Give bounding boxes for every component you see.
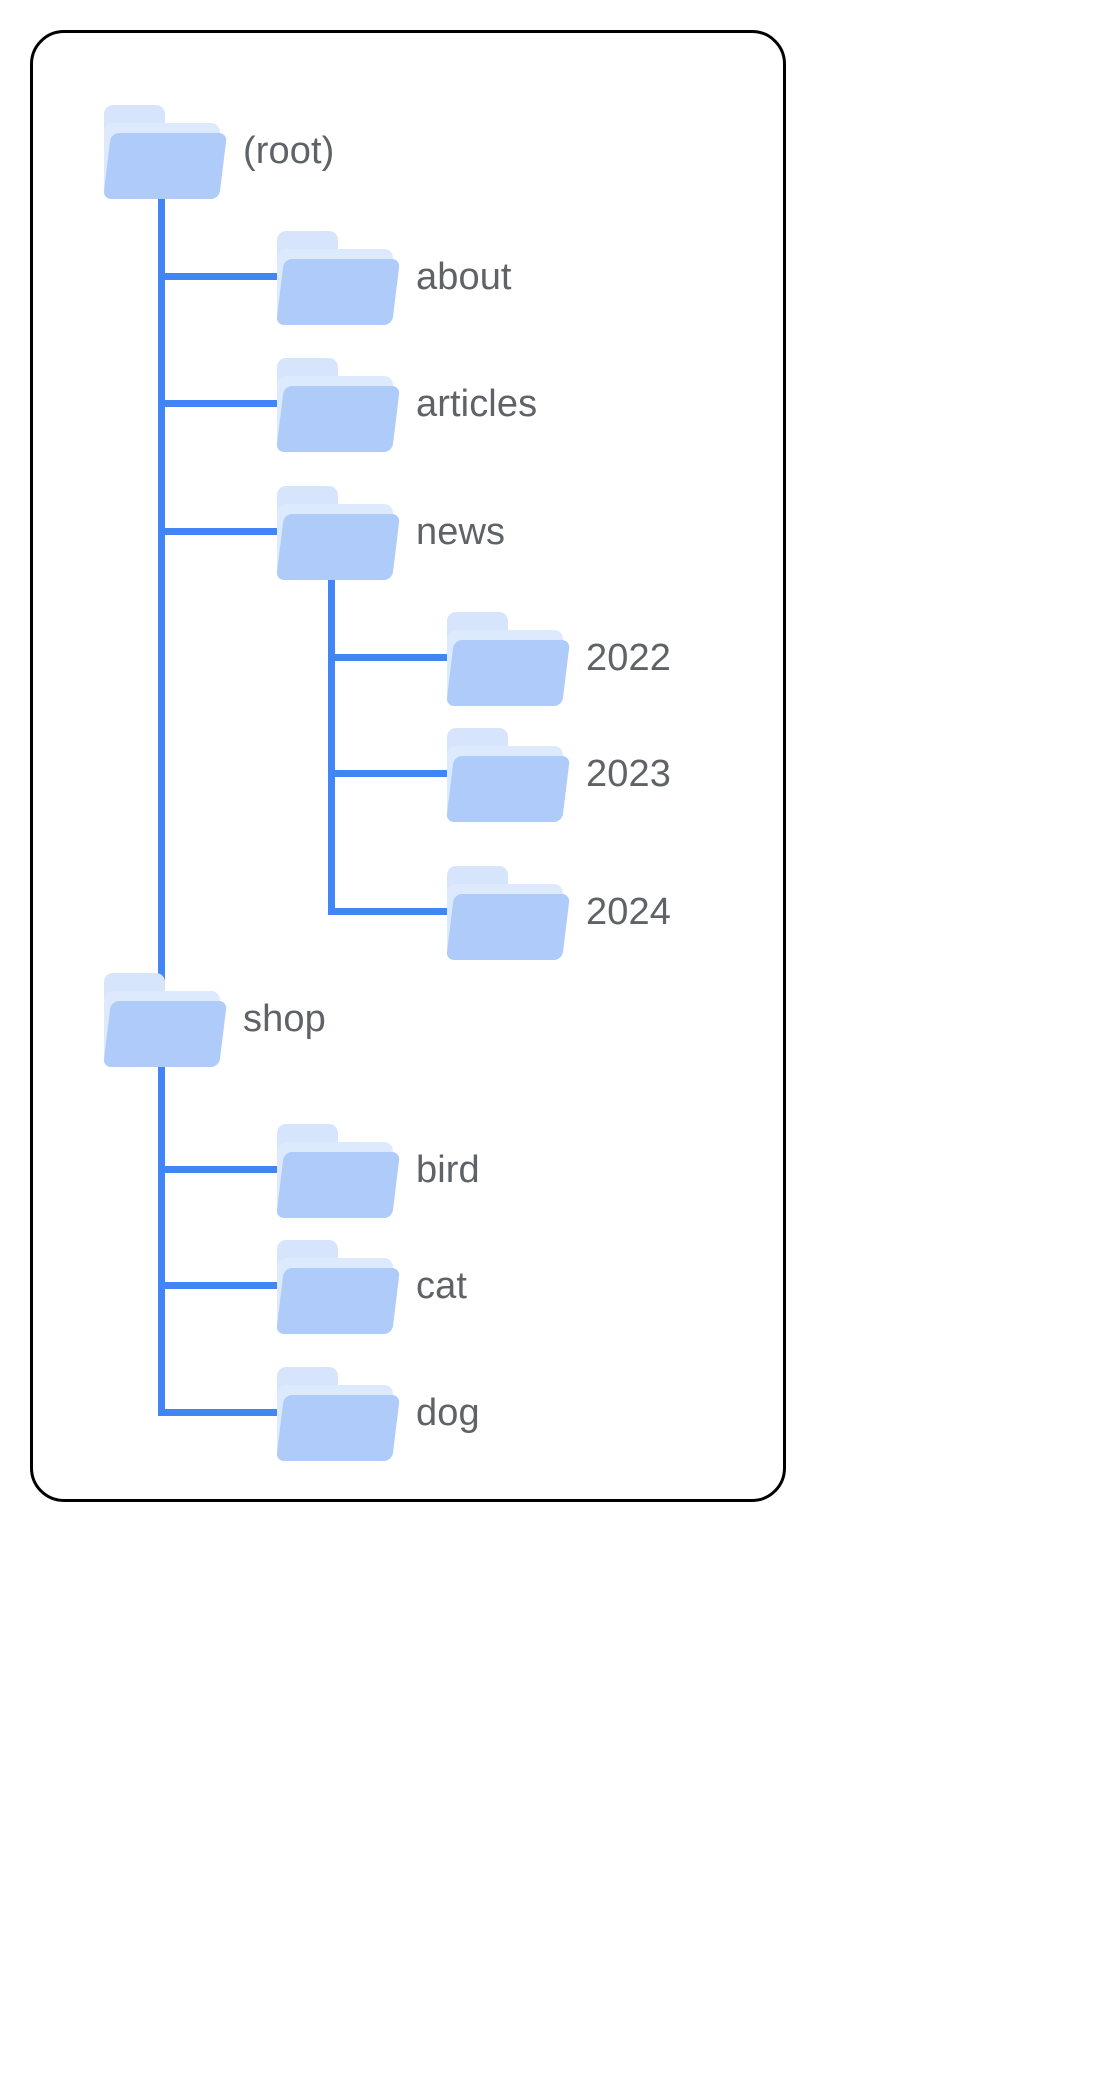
folder-tree: (root) about articles news 2022 bbox=[33, 33, 789, 1505]
tree-node-shop[interactable]: shop bbox=[103, 971, 326, 1067]
folder-icon bbox=[276, 1238, 401, 1334]
tree-node-label: news bbox=[416, 511, 506, 553]
connector-news-2022 bbox=[328, 654, 453, 661]
tree-node-label: shop bbox=[243, 998, 326, 1040]
connector-shop-dog bbox=[158, 1409, 283, 1416]
connector-root-articles bbox=[158, 400, 283, 407]
tree-node-2024[interactable]: 2024 bbox=[446, 864, 671, 960]
folder-icon bbox=[276, 229, 401, 325]
folder-icon bbox=[276, 1365, 401, 1461]
tree-node-root[interactable]: (root) bbox=[103, 103, 334, 199]
tree-node-articles[interactable]: articles bbox=[276, 356, 537, 452]
tree-node-label: bird bbox=[416, 1149, 480, 1191]
folder-icon bbox=[103, 971, 228, 1067]
tree-node-cat[interactable]: cat bbox=[276, 1238, 467, 1334]
diagram-card: (root) about articles news 2022 bbox=[30, 30, 786, 1502]
tree-node-2022[interactable]: 2022 bbox=[446, 610, 671, 706]
tree-node-dog[interactable]: dog bbox=[276, 1365, 480, 1461]
folder-icon bbox=[446, 610, 571, 706]
folder-icon bbox=[446, 864, 571, 960]
connector-root-trunk bbox=[158, 179, 165, 1015]
folder-icon bbox=[103, 103, 228, 199]
connector-root-about bbox=[158, 273, 283, 280]
connector-news-2023 bbox=[328, 770, 453, 777]
tree-node-label: 2022 bbox=[586, 637, 671, 679]
folder-icon bbox=[276, 1122, 401, 1218]
tree-node-bird[interactable]: bird bbox=[276, 1122, 480, 1218]
connector-shop-bird bbox=[158, 1166, 283, 1173]
connector-news-2024 bbox=[328, 908, 453, 915]
tree-node-label: (root) bbox=[243, 130, 335, 172]
connector-shop-cat bbox=[158, 1282, 283, 1289]
tree-node-label: 2024 bbox=[586, 891, 671, 933]
tree-node-label: dog bbox=[416, 1392, 480, 1434]
tree-node-label: articles bbox=[416, 383, 538, 425]
tree-node-label: cat bbox=[416, 1265, 467, 1307]
folder-icon bbox=[276, 356, 401, 452]
tree-node-about[interactable]: about bbox=[276, 229, 512, 325]
folder-icon bbox=[446, 726, 571, 822]
connector-shop-trunk bbox=[158, 1015, 165, 1416]
folder-icon bbox=[276, 484, 401, 580]
tree-node-label: 2023 bbox=[586, 753, 671, 795]
tree-node-2023[interactable]: 2023 bbox=[446, 726, 671, 822]
connector-root-news bbox=[158, 528, 283, 535]
tree-node-news[interactable]: news bbox=[276, 484, 505, 580]
tree-node-label: about bbox=[416, 256, 512, 298]
connector-news-trunk bbox=[328, 533, 335, 915]
